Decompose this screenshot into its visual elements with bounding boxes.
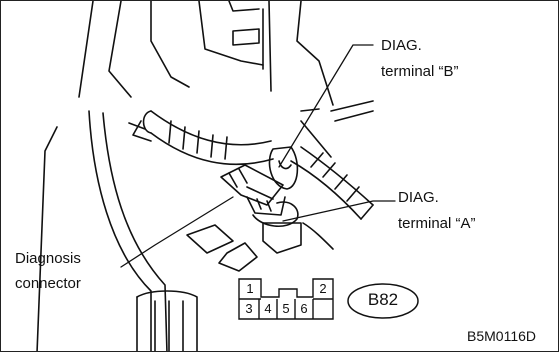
label-diag-terminal-a-line1: DIAG. — [398, 189, 439, 206]
figure-code: B5M0116D — [467, 328, 537, 344]
leader-line-terminal-a — [282, 200, 396, 222]
pin-number: 2 — [319, 281, 327, 296]
pin-number: 6 — [300, 301, 308, 316]
label-diagnosis-connector-line2: connector — [15, 275, 81, 292]
leader-line-diagnosis-connector — [120, 196, 234, 268]
label-diag-terminal-a-line2: terminal “A” — [398, 215, 476, 232]
pin-number: 4 — [264, 301, 272, 316]
diag-terminal-b-shape — [268, 146, 299, 190]
panel-edge — [78, 1, 94, 98]
pin-number: 1 — [246, 281, 254, 296]
diagnosis-connector-body — [220, 164, 284, 206]
leader-line-terminal-b — [278, 44, 374, 168]
pin-number: 5 — [282, 301, 290, 316]
connector-pinout-diagram — [238, 278, 334, 320]
label-diagnosis-connector-line1: Diagnosis — [15, 250, 81, 267]
connector-code: B82 — [367, 290, 399, 309]
label-diag-terminal-b-line2: terminal “B” — [381, 63, 459, 80]
label-diag-terminal-b-line1: DIAG. — [381, 37, 422, 54]
connector-code-oval — [347, 283, 419, 319]
pin-number: 3 — [245, 301, 253, 316]
